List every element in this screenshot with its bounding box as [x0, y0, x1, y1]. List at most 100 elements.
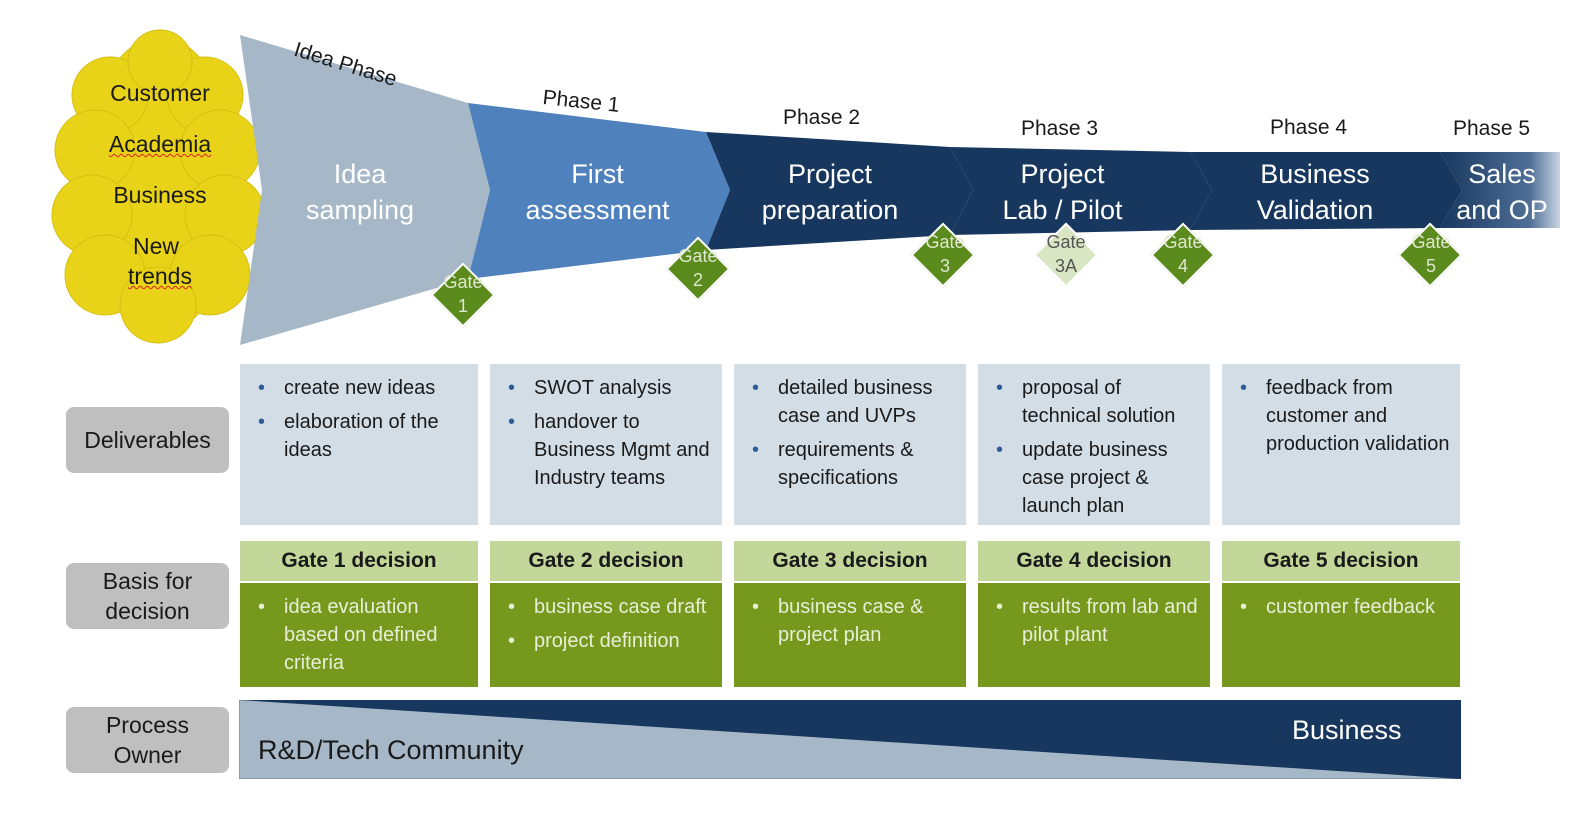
phase-1-arrow — [468, 103, 730, 279]
deliverables-label-text: Deliverables — [84, 427, 211, 453]
business-share-wedge — [239, 700, 1461, 779]
phase-5-label: Phase 5 — [1453, 117, 1531, 140]
gate-4-decision-title: Gate 4 decision — [978, 541, 1210, 581]
phase-5-title-line2: and OP — [1456, 195, 1548, 225]
gate-4-label: Gate 4 — [1153, 230, 1213, 278]
list-item: detailed business case and UVPs — [750, 374, 958, 430]
deliverables-list-3: detailed business case and UVPs requirem… — [750, 374, 958, 492]
deliverables-box-2: SWOT analysis handover to Business Mgmt … — [490, 364, 722, 525]
deliverables-box-5: feedback from customer and production va… — [1222, 364, 1460, 525]
list-item: handover to Business Mgmt and Industry t… — [506, 408, 714, 492]
gate-5-label: Gate 5 — [1401, 230, 1461, 278]
gate-5-decision-title: Gate 5 decision — [1222, 541, 1460, 581]
source-academia: Academia — [108, 131, 212, 157]
list-item: idea evaluation based on defined criteri… — [256, 593, 470, 677]
idea-phase-title-line1: Idea — [333, 159, 387, 189]
owner-label-line1: Process — [105, 712, 190, 738]
phase-3-title-line2: Lab / Pilot — [1002, 195, 1123, 225]
list-item: SWOT analysis — [506, 374, 714, 402]
basis-label-line2: decision — [105, 598, 190, 624]
list-item: results from lab and pilot plant — [994, 593, 1202, 649]
source-business: Business — [113, 182, 207, 208]
gate-2-number: 2 — [692, 270, 703, 290]
gate-4-word: Gate — [1163, 232, 1203, 252]
gate-2-label: Gate 2 — [668, 244, 728, 292]
gate-4-number: 4 — [1177, 256, 1188, 276]
list-item: elaboration of the ideas — [256, 408, 470, 464]
phase-4-title: Business Validation — [1245, 156, 1385, 228]
gate-3a-word: Gate — [1046, 232, 1086, 252]
process-owner-bar — [239, 700, 1461, 779]
deliverables-box-3: detailed business case and UVPs requirem… — [734, 364, 966, 525]
decision-list-2: business case draft project definition — [506, 593, 714, 655]
gate-5-decision-body: customer feedback — [1222, 583, 1460, 687]
decision-list-1: idea evaluation based on defined criteri… — [256, 593, 470, 677]
phase-3-title: Project Lab / Pilot — [990, 156, 1135, 228]
list-item: feedback from customer and production va… — [1238, 374, 1452, 458]
gate-3a-number: 3A — [1054, 256, 1078, 276]
idea-phase-title: Idea sampling — [300, 156, 420, 228]
gate-3-number: 3 — [939, 256, 950, 276]
phase-5-arrow — [1440, 152, 1560, 228]
gate-4-decision-body: results from lab and pilot plant — [978, 583, 1210, 687]
gate-2-word: Gate — [678, 246, 718, 266]
phase-3-title-line1: Project — [1020, 159, 1105, 189]
gate-3-word: Gate — [925, 232, 965, 252]
deliverables-label: Deliverables — [66, 407, 229, 473]
list-item: business case & project plan — [750, 593, 958, 649]
phase-2-title-line2: preparation — [761, 195, 899, 225]
gate-2-decision-title: Gate 2 decision — [490, 541, 722, 581]
input-sources-cloud — [51, 29, 266, 344]
basis-for-decision-label: Basis for decision — [66, 563, 229, 629]
list-item: customer feedback — [1238, 593, 1452, 621]
phase-1-title-line2: assessment — [525, 195, 670, 225]
decision-list-5: customer feedback — [1238, 593, 1452, 621]
gate-5-word: Gate — [1411, 232, 1451, 252]
deliverables-list-1: create new ideas elaboration of the idea… — [256, 374, 470, 464]
gate-1-decision-body: idea evaluation based on defined criteri… — [240, 583, 478, 687]
list-item: requirements & specifications — [750, 436, 958, 492]
gate-3a-label: Gate 3A — [1036, 230, 1096, 278]
idea-phase-shape — [240, 35, 490, 345]
owner-label-line2: Owner — [113, 742, 182, 768]
gate-3-decision-body: business case & project plan — [734, 583, 966, 687]
gate-1-decision-title: Gate 1 decision — [240, 541, 478, 581]
phase-1-title-line1: First — [571, 159, 624, 189]
source-new: New — [132, 233, 179, 259]
owner-rd-tech-community: R&D/Tech Community — [258, 735, 524, 765]
phase-4-title-line2: Validation — [1256, 195, 1374, 225]
deliverables-list-2: SWOT analysis handover to Business Mgmt … — [506, 374, 714, 492]
decision-list-3: business case & project plan — [750, 593, 958, 649]
phase-4-label: Phase 4 — [1270, 116, 1348, 139]
phase-2-title-line1: Project — [787, 159, 873, 189]
phase-1-title: First assessment — [515, 156, 680, 228]
gate-3-decision-title: Gate 3 decision — [734, 541, 966, 581]
phase-2-title: Project preparation — [750, 156, 910, 228]
phase-3-label: Phase 3 — [1021, 117, 1099, 140]
deliverables-list-4: proposal of technical solution update bu… — [994, 374, 1202, 520]
source-trends: trends — [128, 263, 192, 289]
gate-1-word: Gate — [443, 272, 483, 292]
deliverables-list-5: feedback from customer and production va… — [1238, 374, 1452, 458]
idea-phase-title-line2: sampling — [305, 195, 415, 225]
phase-5-title-line1: Sales — [1468, 159, 1536, 189]
phase-4-arrow — [1190, 152, 1462, 230]
source-customer: Customer — [110, 80, 210, 106]
deliverables-box-4: proposal of technical solution update bu… — [978, 364, 1210, 525]
phase-3-arrow — [950, 147, 1212, 235]
gate-1-number: 1 — [457, 296, 468, 316]
list-item: update business case project & launch pl… — [994, 436, 1202, 520]
gate-1-label: Gate 1 — [433, 270, 493, 318]
gate-3-label: Gate 3 — [915, 230, 975, 278]
phase-2-label: Phase 2 — [783, 106, 861, 129]
list-item: business case draft — [506, 593, 714, 621]
phase-4-title-line1: Business — [1260, 159, 1370, 189]
list-item: proposal of technical solution — [994, 374, 1202, 430]
list-item: project definition — [506, 627, 714, 655]
decision-list-4: results from lab and pilot plant — [994, 593, 1202, 649]
process-funnel-graphic — [51, 29, 1560, 345]
process-owner-label: Process Owner — [66, 707, 229, 773]
owner-business: Business — [1292, 715, 1402, 745]
deliverables-box-1: create new ideas elaboration of the idea… — [240, 364, 478, 525]
phase-2-arrow — [706, 132, 973, 250]
